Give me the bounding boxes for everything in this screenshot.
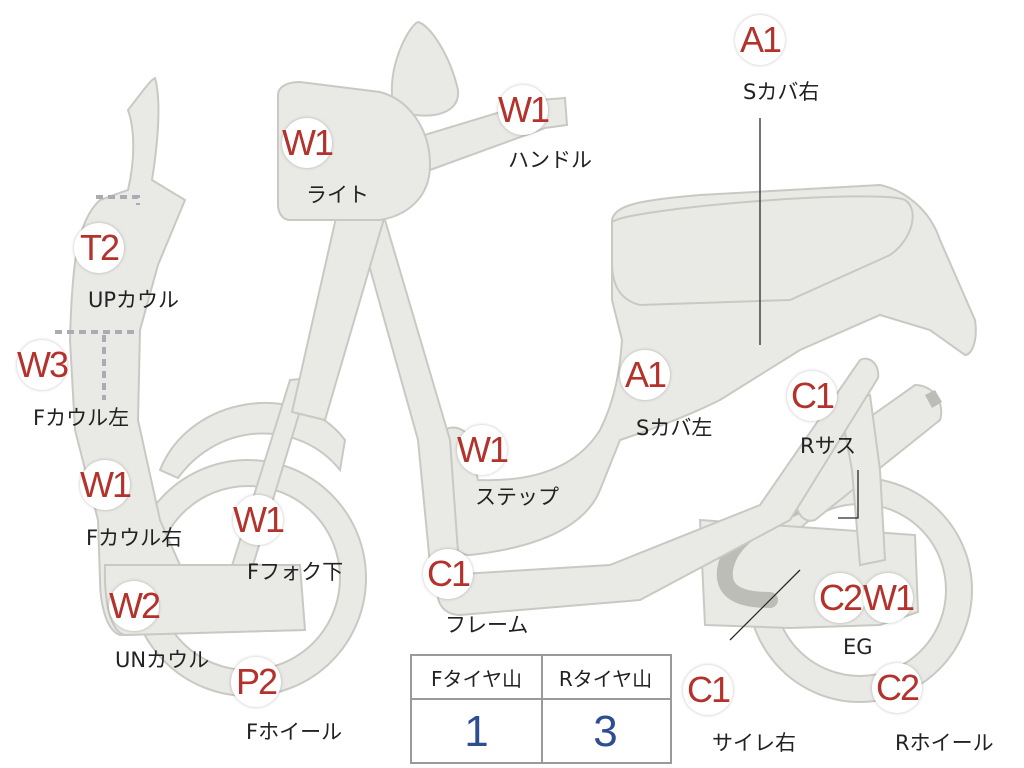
label-r-sus: Rサス — [800, 434, 857, 458]
label-light: ライト — [306, 183, 369, 207]
code-badge-f-cowl-left[interactable]: W3 — [17, 340, 69, 390]
tire-tread-table: Fタイヤ山 Rタイヤ山 1 3 — [410, 654, 672, 764]
code-badge-frame[interactable]: C1 — [423, 549, 473, 599]
code-badge-step[interactable]: W1 — [457, 425, 509, 475]
code-badge-un-cowl[interactable]: W2 — [109, 581, 161, 631]
label-step: ステップ — [475, 485, 559, 509]
label-side-cover-right: Sカバ右 — [743, 80, 820, 104]
label-un-cowl: UNカウル — [115, 648, 210, 672]
seat-shape — [611, 195, 914, 307]
leader-line-rear-sus — [838, 470, 859, 519]
downtube-shape — [353, 213, 462, 587]
code-badge-r-wheel[interactable]: C2 — [872, 663, 922, 713]
rear-tire-value[interactable]: 3 — [593, 707, 618, 756]
label-r-wheel: Rホイール — [895, 731, 994, 755]
code-badge-light[interactable]: W1 — [282, 118, 334, 168]
front-tire-header: Fタイヤ山 — [431, 666, 522, 691]
label-frame: フレーム — [445, 613, 529, 637]
code-badge-handle[interactable]: W1 — [498, 85, 550, 135]
code-badge-side-cover-right[interactable]: A1 — [735, 15, 785, 65]
label-f-wheel: Fホイール — [246, 720, 343, 744]
front-tire-value[interactable]: 1 — [464, 707, 489, 756]
code-badge-up-cowl[interactable]: T2 — [74, 223, 124, 273]
code-badge-f-cowl-right[interactable]: W1 — [80, 460, 132, 510]
label-muffler-right: サイレ右 — [712, 731, 796, 755]
code-badge-muffler-right[interactable]: C1 — [683, 665, 733, 715]
cowl-seam-upper — [96, 195, 140, 205]
muffler-tip-shape — [925, 390, 942, 408]
code-badge-eg-1[interactable]: C2 — [815, 573, 865, 623]
label-f-cowl-right: Fカウル右 — [86, 526, 183, 550]
code-badge-side-cover-left[interactable]: A1 — [620, 350, 670, 400]
label-f-fork-lower: Fフォク下 — [247, 560, 344, 584]
headlight-shape — [277, 80, 432, 221]
label-eg: EG — [843, 635, 873, 659]
code-badge-f-fork-lower[interactable]: W1 — [233, 495, 285, 545]
code-badge-r-sus[interactable]: C1 — [787, 371, 837, 421]
rear-tire-header: Rタイヤ山 — [558, 666, 653, 691]
label-f-cowl-left: Fカウル左 — [33, 406, 130, 430]
label-side-cover-left: Sカバ左 — [636, 416, 713, 440]
table-divider-vertical — [541, 656, 543, 762]
rear-shock-shape — [838, 393, 887, 567]
label-handle: ハンドル — [508, 148, 592, 172]
front-fender-shape — [158, 401, 347, 480]
code-badge-f-wheel[interactable]: P2 — [231, 657, 281, 707]
leader-line-muffler — [729, 569, 801, 641]
code-badge-eg-2[interactable]: W1 — [863, 573, 915, 623]
steering-stem-shape — [290, 198, 390, 422]
label-up-cowl: UPカウル — [88, 288, 180, 312]
